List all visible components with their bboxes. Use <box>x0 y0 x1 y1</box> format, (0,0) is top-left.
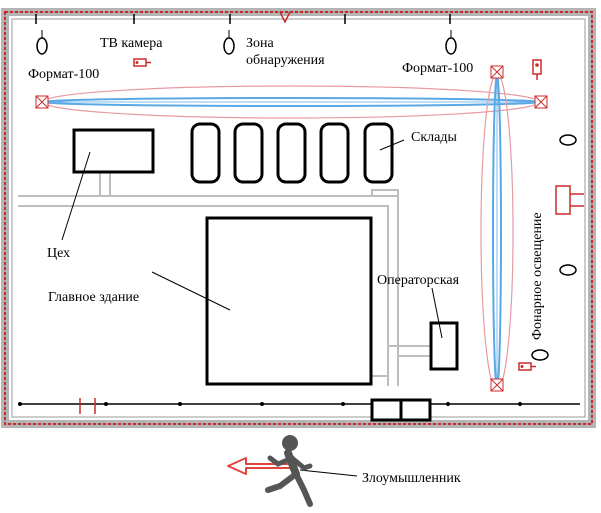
internal-roads <box>18 172 430 386</box>
format-100-left-label: Формат-100 <box>28 67 99 82</box>
lighting-panel <box>555 185 584 215</box>
lamp-right-2 <box>559 264 577 276</box>
sensor-unit-right <box>534 95 548 109</box>
detection-zone-vertical <box>480 73 514 391</box>
bottom-cable <box>18 398 580 414</box>
camera-icon-top <box>133 58 151 67</box>
operator-room-label: Операторская <box>377 273 460 288</box>
workshop-building <box>72 128 155 174</box>
leader-lines <box>61 139 443 477</box>
sensor-unit-bottom <box>490 378 504 392</box>
tv-camera-label: ТВ камера <box>100 36 163 51</box>
warehouse-3 <box>276 122 307 184</box>
camera-icon-right-top <box>532 59 542 80</box>
main-building-label: Главное здание <box>48 290 139 305</box>
lamp-right-3 <box>531 349 549 361</box>
warehouse-1 <box>190 122 221 184</box>
intruder-arrow-icon <box>227 457 291 475</box>
warehouse-5 <box>363 122 394 184</box>
sensor-unit-left <box>35 95 49 109</box>
warehouses-label: Склады <box>411 130 457 145</box>
perimeter-wire <box>4 11 593 425</box>
warehouse-2 <box>233 122 264 184</box>
lamp-right-1 <box>559 134 577 146</box>
sensor-unit-top <box>490 65 504 79</box>
lamp-top-middle <box>223 30 235 55</box>
warehouse-4 <box>319 122 350 184</box>
gate <box>370 398 432 422</box>
format-100-right-label: Формат-100 <box>402 61 473 76</box>
lamp-top-left <box>36 30 48 55</box>
camera-icon-right-bottom <box>518 362 536 371</box>
operator-room-building <box>429 321 459 371</box>
detection-zone-horizontal <box>42 85 540 119</box>
lighting-label: Фонарное освещение <box>530 212 545 340</box>
warehouses <box>190 122 394 184</box>
main-building <box>205 216 373 386</box>
lamp-top-right <box>445 30 457 55</box>
detection-zone-label-line2: обнаружения <box>246 53 325 68</box>
intruder-figure-icon <box>265 435 313 507</box>
top-posts <box>35 11 451 24</box>
intruder-label: Злоумышленник <box>362 471 461 486</box>
workshop-label: Цех <box>47 246 70 261</box>
detection-zone-label-line1: Зона <box>246 36 275 51</box>
